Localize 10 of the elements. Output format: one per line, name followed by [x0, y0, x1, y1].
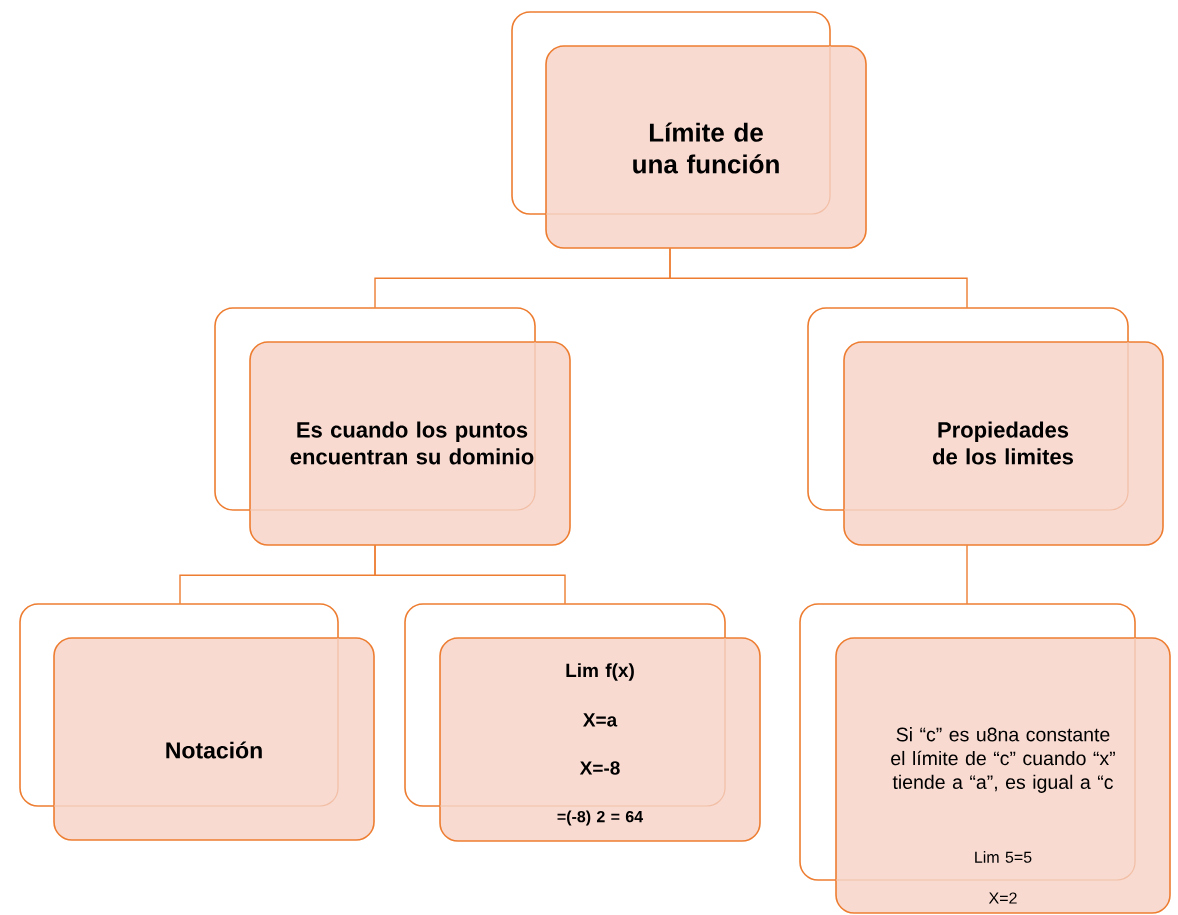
connector-line: [374, 544, 566, 605]
concept-box: Notación: [19, 603, 375, 841]
concept-box: Si “c” es u8na constante el límite de “c” cuando “x” tiende a “a”, es igual a “c Lim 5=5 X=2: [799, 603, 1171, 914]
concept-box: Límite de una función: [511, 11, 867, 249]
concept-box: Propiedades de los limites: [807, 307, 1164, 546]
connector-line: [966, 544, 968, 605]
concept-box: Es cuando los puntos encuentran su dominio: [214, 307, 571, 546]
node-label: X=2: [988, 892, 1017, 904]
concept-box: Lim f(x) X=a X=-8 =(-8) 2 = 64: [404, 603, 761, 842]
connector-line: [669, 247, 968, 309]
